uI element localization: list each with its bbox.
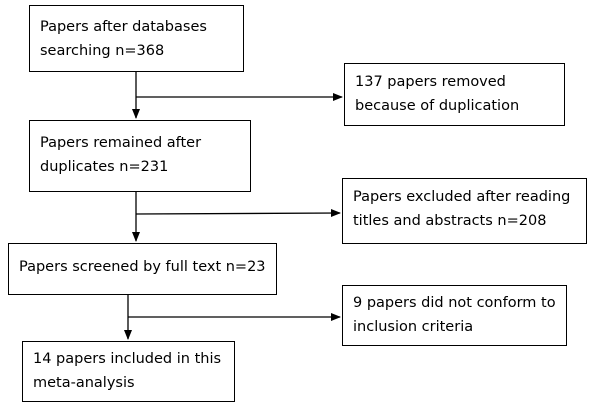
exclusion-box-inclusion-criteria: 9 papers did not conform to inclusion cr… xyxy=(342,285,567,346)
exclusion-box-titles-abstracts: Papers excluded after reading titles and… xyxy=(342,178,587,244)
exclusion-box-text-line: 137 papers removed xyxy=(355,74,506,90)
step-box-included-studies: 14 papers included in this meta-analysis xyxy=(22,341,235,402)
arrow-to-exclusion-2 xyxy=(135,209,341,218)
step-box-text-line: searching n=368 xyxy=(40,43,165,59)
step-box-text-line: meta-analysis xyxy=(33,375,135,391)
step-box-database-search: Papers after databases searching n=368 xyxy=(29,5,244,72)
exclusion-box-text-line: titles and abstracts n=208 xyxy=(353,213,547,229)
step-box-full-text-screening: Papers screened by full text n=23 xyxy=(8,243,277,295)
step-box-text-line: Papers remained after xyxy=(40,135,202,151)
exclusion-box-text-line: 9 papers did not conform to xyxy=(353,295,556,311)
exclusion-box-text-line: because of duplication xyxy=(355,98,520,114)
step-box-after-duplicates: Papers remained after duplicates n=231 xyxy=(29,120,251,192)
exclusion-box-duplication: 137 papers removed because of duplicatio… xyxy=(344,63,565,126)
step-box-text-line: Papers after databases xyxy=(40,19,207,35)
step-box-text-line: Papers screened by full text n=23 xyxy=(19,259,266,275)
step-box-text-line: duplicates n=231 xyxy=(40,159,169,175)
exclusion-box-text-line: Papers excluded after reading xyxy=(353,189,571,205)
exclusion-box-text-line: inclusion criteria xyxy=(353,319,474,335)
step-box-text-line: 14 papers included in this xyxy=(33,351,222,367)
